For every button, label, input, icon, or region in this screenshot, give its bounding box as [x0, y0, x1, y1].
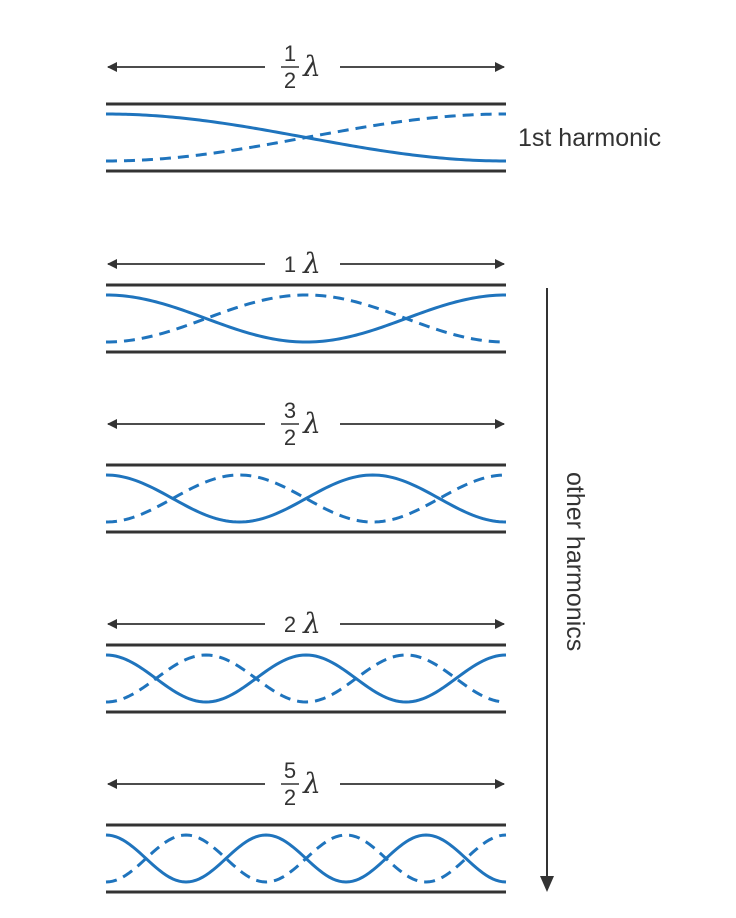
lambda-symbol: λ [302, 407, 321, 440]
fraction-numerator: 3 [284, 398, 296, 423]
wave-dashed [105, 112, 507, 163]
length-whole: 2 [284, 612, 296, 637]
wave-dashed [105, 833, 507, 884]
fraction-numerator: 5 [284, 758, 296, 783]
fraction-denominator: 2 [284, 785, 296, 810]
lambda-symbol: λ [302, 50, 321, 83]
wave-dashed [105, 653, 507, 704]
wave-dashed [105, 293, 507, 344]
fraction-denominator: 2 [284, 68, 296, 93]
lambda-symbol: λ [302, 607, 321, 640]
first-harmonic-label: 1st harmonic [518, 124, 661, 152]
length-whole: 1 [284, 252, 296, 277]
wave-solid [105, 653, 507, 704]
wave-solid [105, 293, 507, 344]
other-harmonics-arrow [540, 288, 554, 892]
lambda-symbol: λ [302, 767, 321, 800]
fraction-numerator: 1 [284, 41, 296, 66]
fraction-denominator: 2 [284, 425, 296, 450]
lambda-symbol: λ [302, 247, 321, 280]
wave-solid [105, 473, 507, 524]
other-harmonics-label: other harmonics [561, 472, 589, 651]
